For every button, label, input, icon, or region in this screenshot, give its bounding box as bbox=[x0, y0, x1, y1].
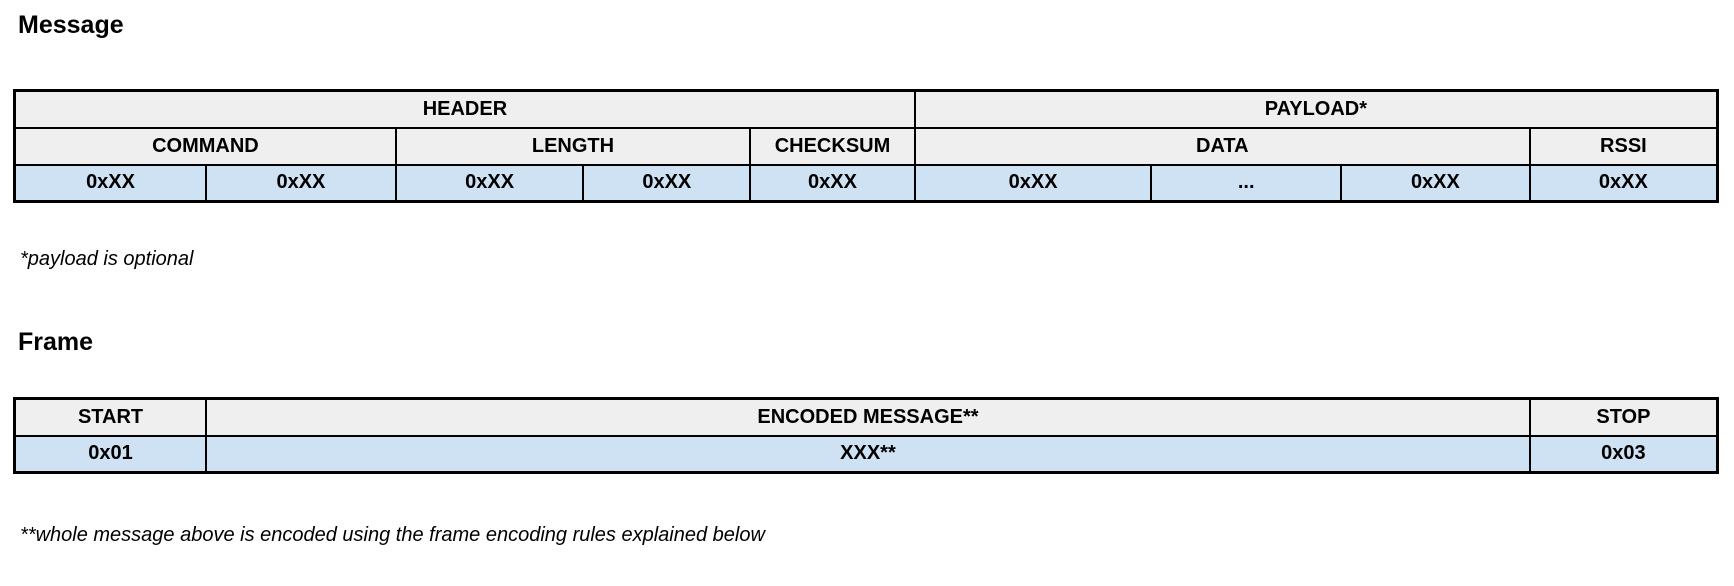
frame-value-row: 0x01 XXX** 0x03 bbox=[13, 434, 1719, 474]
stop-field-cell: STOP bbox=[1528, 397, 1719, 437]
message-value-row: 0xXX 0xXX 0xXX 0xXX 0xXX 0xXX ... 0xXX 0… bbox=[13, 163, 1719, 203]
rssi-field-cell: RSSI bbox=[1528, 126, 1719, 166]
start-field-cell: START bbox=[13, 397, 208, 437]
data-ellipsis-cell: ... bbox=[1150, 163, 1343, 203]
rssi-byte-cell: 0xXX bbox=[1528, 163, 1719, 203]
payload-optional-footnote: *payload is optional bbox=[20, 248, 194, 270]
protocol-doc-page: Message HEADER PAYLOAD* COMMAND LENGTH C… bbox=[0, 11, 1734, 547]
data-byte-first-cell: 0xXX bbox=[913, 163, 1153, 203]
checksum-byte-cell: 0xXX bbox=[749, 163, 916, 203]
checksum-field-cell: CHECKSUM bbox=[749, 126, 916, 166]
message-section-title: Message bbox=[18, 11, 124, 39]
length-field-cell: LENGTH bbox=[394, 126, 752, 166]
data-field-cell: DATA bbox=[913, 126, 1531, 166]
header-group-cell: HEADER bbox=[13, 89, 916, 129]
command-byte2-cell: 0xXX bbox=[205, 163, 397, 203]
encoded-message-field-cell: ENCODED MESSAGE** bbox=[205, 397, 1531, 437]
frame-field-row: START ENCODED MESSAGE** STOP bbox=[13, 397, 1719, 437]
length-byte1-cell: 0xXX bbox=[394, 163, 585, 203]
start-value-cell: 0x01 bbox=[13, 434, 208, 474]
length-byte2-cell: 0xXX bbox=[582, 163, 752, 203]
message-format-table: HEADER PAYLOAD* COMMAND LENGTH CHECKSUM … bbox=[13, 89, 1719, 203]
payload-group-cell: PAYLOAD* bbox=[913, 89, 1719, 129]
message-field-row: COMMAND LENGTH CHECKSUM DATA RSSI bbox=[13, 126, 1719, 166]
message-group-row: HEADER PAYLOAD* bbox=[13, 89, 1719, 129]
encoded-message-value-cell: XXX** bbox=[205, 434, 1531, 474]
stop-value-cell: 0x03 bbox=[1528, 434, 1719, 474]
frame-section-title: Frame bbox=[18, 328, 94, 356]
command-field-cell: COMMAND bbox=[13, 126, 397, 166]
frame-encoding-footnote: **whole message above is encoded using t… bbox=[20, 524, 765, 546]
command-byte1-cell: 0xXX bbox=[13, 163, 208, 203]
data-byte-last-cell: 0xXX bbox=[1340, 163, 1531, 203]
frame-format-table: START ENCODED MESSAGE** STOP 0x01 XXX** … bbox=[13, 397, 1719, 474]
